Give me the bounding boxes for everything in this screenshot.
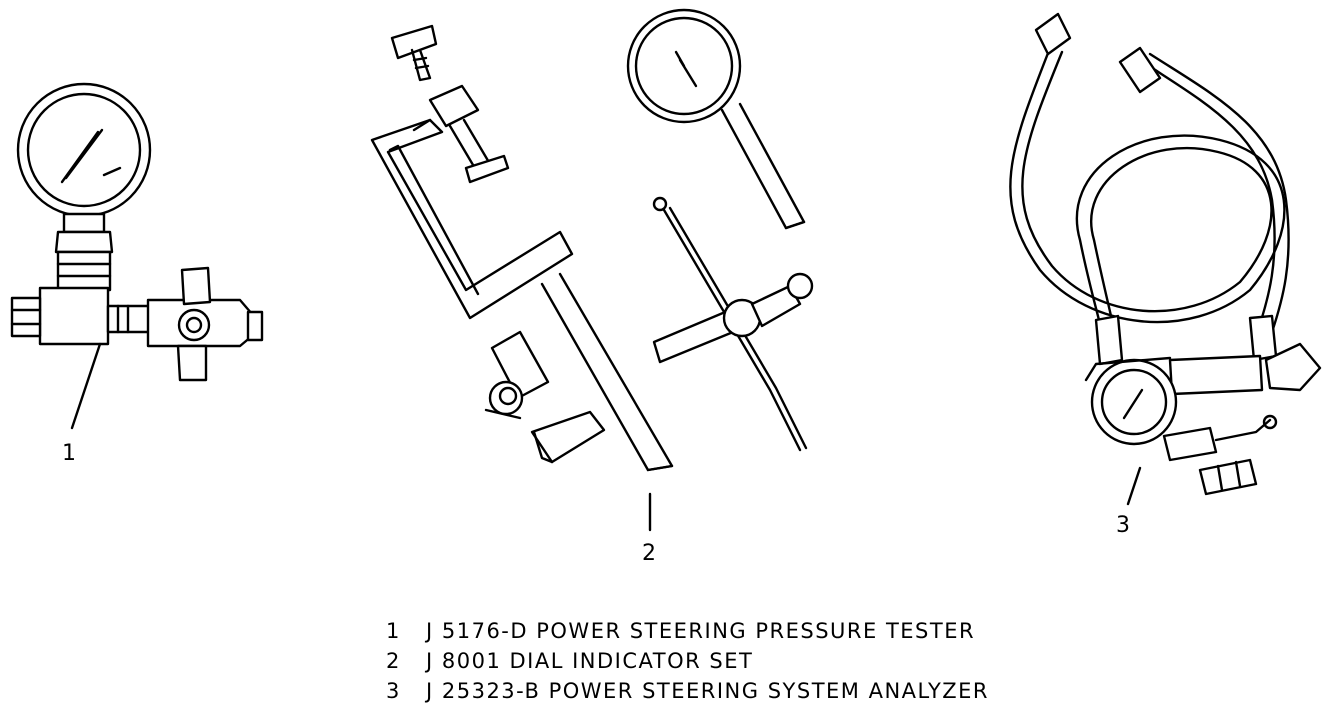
legend-text: J 5176-D POWER STEERING PRESSURE TESTER [426,619,976,643]
legend-number: 3 [386,679,401,703]
system-analyzer-drawing [1009,12,1322,506]
legend: 1 J 5176-D POWER STEERING PRESSURE TESTE… [386,616,1026,706]
legend-item: 1 J 5176-D POWER STEERING PRESSURE TESTE… [386,616,1026,646]
legend-number: 2 [386,649,401,673]
callout-3: 3 [1116,513,1130,538]
legend-number: 1 [386,619,401,643]
dial-indicator-drawing [370,8,814,532]
legend-text: J 8001 DIAL INDICATOR SET [426,649,754,673]
callout-1: 1 [62,441,76,466]
legend-item: 3 J 25323-B POWER STEERING SYSTEM ANALYZ… [386,676,1026,706]
legend-text: J 25323-B POWER STEERING SYSTEM ANALYZER [426,679,990,703]
callout-2: 2 [642,541,656,566]
legend-item: 2 J 8001 DIAL INDICATOR SET [386,646,1026,676]
pressure-tester-drawing [10,82,264,430]
